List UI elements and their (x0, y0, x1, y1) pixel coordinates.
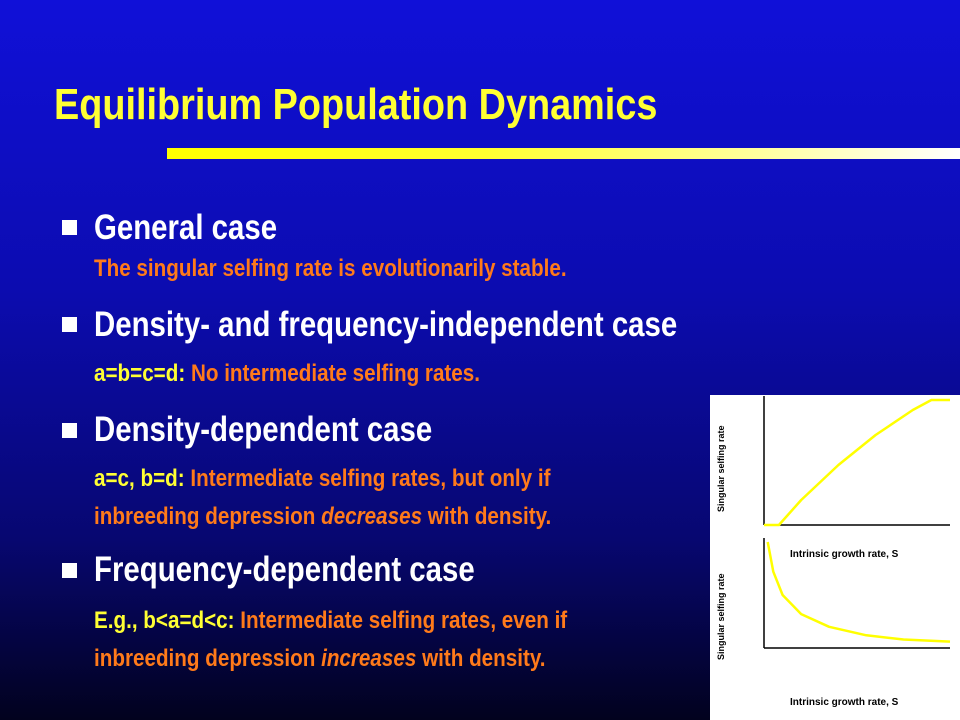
detail-text: inbreeding depression (94, 645, 322, 672)
x-axis-label: Intrinsic growth rate, S (790, 697, 899, 708)
x-axis-label: Intrinsic growth rate, S (790, 549, 899, 560)
emphasis-text: decreases (321, 503, 423, 530)
bullet-square-icon (62, 220, 77, 235)
bullet-square-icon (62, 563, 77, 578)
series-line (766, 541, 951, 643)
bullet-detail: a=c, b=d: Intermediate selfing rates, bu… (94, 465, 550, 493)
bullet-heading: Density-dependent case (94, 410, 433, 449)
detail-text: Intermediate selfing rates, but only if (190, 465, 551, 492)
page-title: Equilibrium Population Dynamics (54, 80, 658, 129)
condition-text: E.g., b<a=d<c: (94, 607, 235, 634)
detail-text: The singular selfing rate is evolutionar… (94, 255, 567, 282)
detail-text: with density. (416, 645, 546, 672)
bullet-heading: Frequency-dependent case (94, 550, 475, 589)
title-underline-bar (167, 148, 960, 159)
detail-text: Intermediate selfing rates, even if (240, 607, 568, 634)
bullet-detail: inbreeding depression decreases with den… (94, 503, 551, 531)
bullet-detail: The singular selfing rate is evolutionar… (94, 255, 567, 283)
bullet-heading: Density- and frequency-independent case (94, 305, 678, 344)
bullet-square-icon (62, 317, 77, 332)
y-axis-label: Singular selfing rate (716, 425, 726, 512)
selfing-rate-chart-bottom (710, 530, 960, 720)
series-line (764, 398, 950, 527)
detail-text: No intermediate selfing rates. (190, 360, 480, 387)
selfing-rate-chart-top (710, 395, 960, 530)
bullet-detail: inbreeding depression increases with den… (94, 645, 546, 673)
detail-text: inbreeding depression (94, 503, 322, 530)
bullet-detail: a=b=c=d: No intermediate selfing rates. (94, 360, 480, 388)
condition-text: a=c, b=d: (94, 465, 185, 492)
condition-text: a=b=c=d: (94, 360, 186, 387)
detail-text: with density. (422, 503, 552, 530)
bullet-square-icon (62, 423, 77, 438)
y-axis-label: Singular selfing rate (716, 573, 726, 660)
bullet-heading: General case (94, 208, 278, 247)
emphasis-text: increases (321, 645, 417, 672)
bullet-detail: E.g., b<a=d<c: Intermediate selfing rate… (94, 607, 567, 635)
